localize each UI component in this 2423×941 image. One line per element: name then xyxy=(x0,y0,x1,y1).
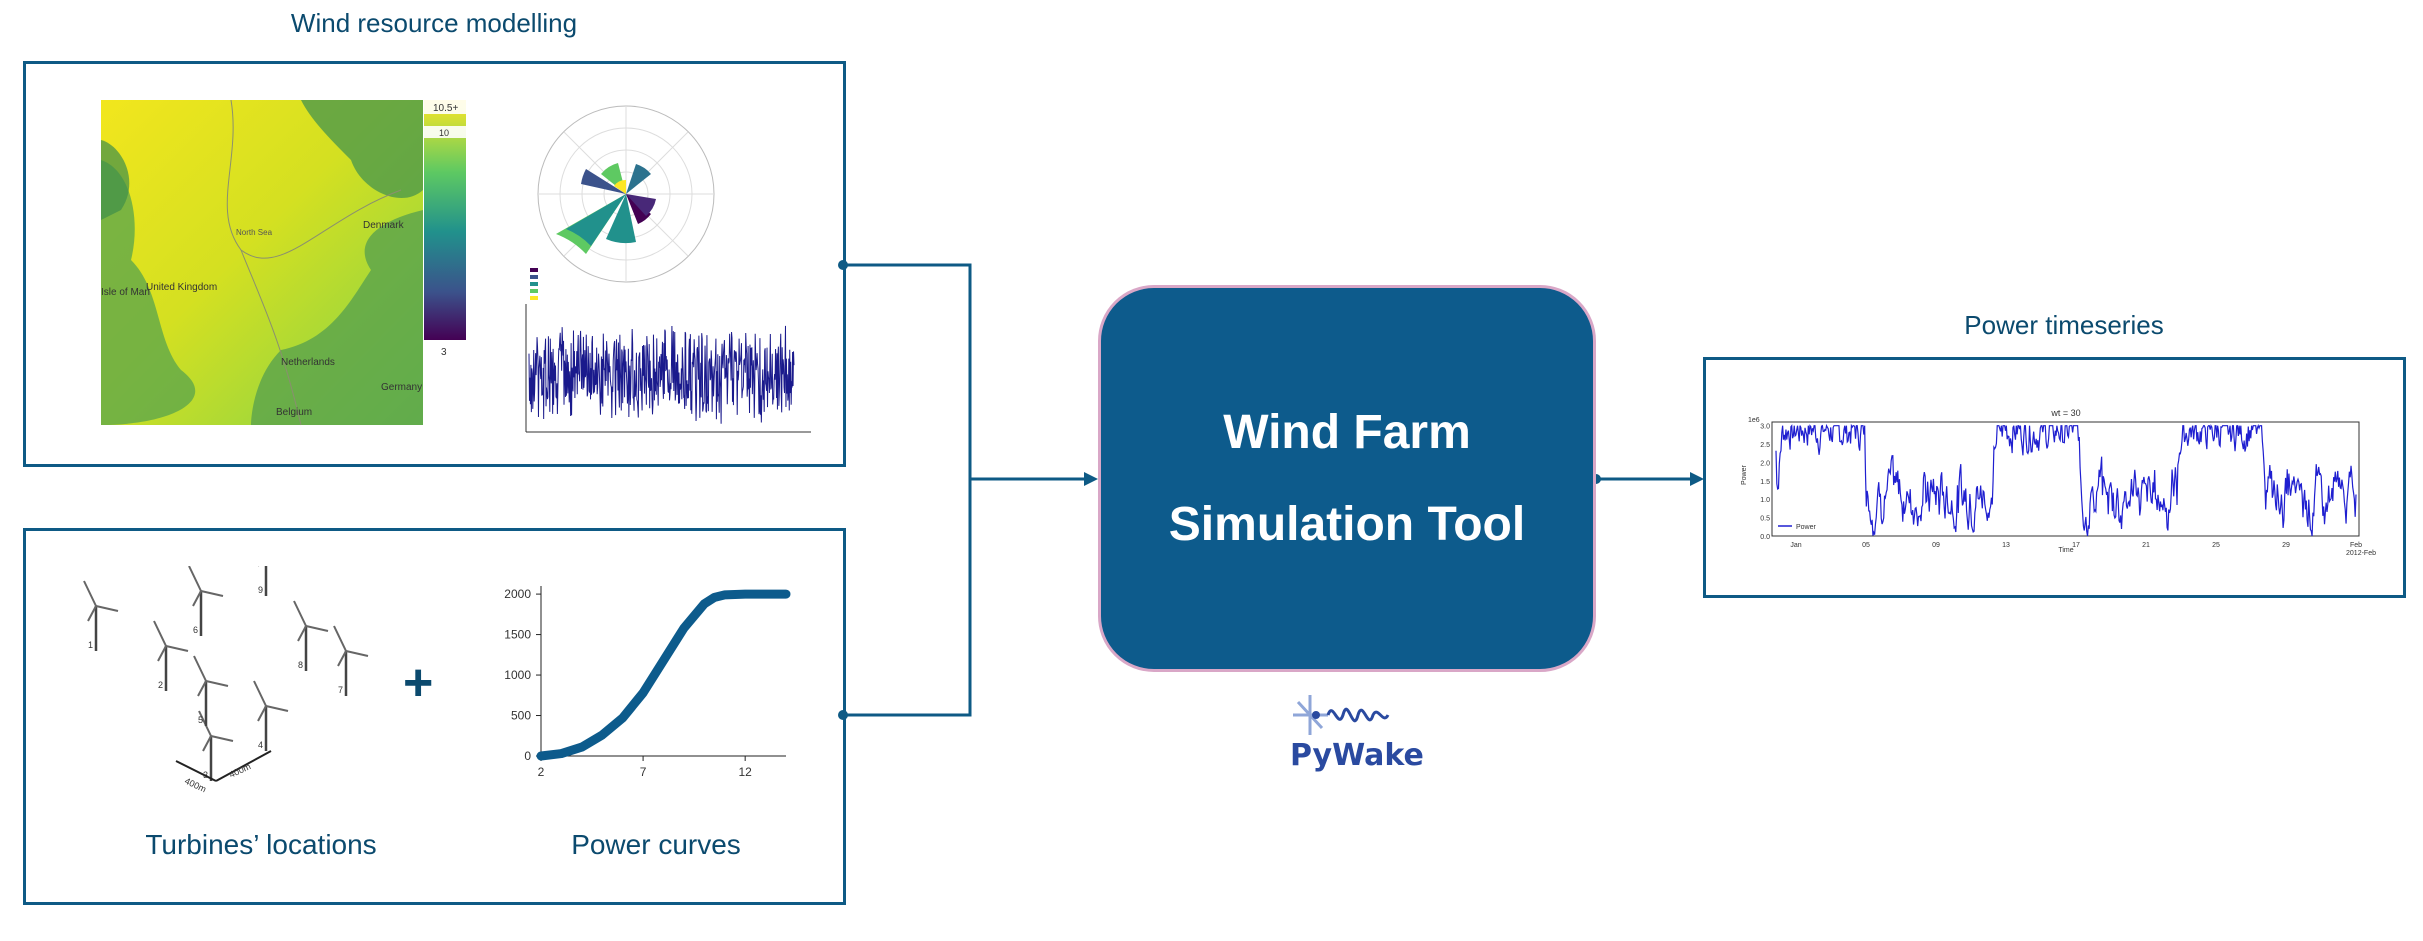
colorbar-min-label: 3 xyxy=(441,347,447,358)
power-curves-caption: Power curves xyxy=(571,829,741,860)
ts-xtick-label: 25 xyxy=(2212,542,2220,549)
map-label-denmark: Denmark xyxy=(363,220,405,231)
ts-ytick-label: 0.0 xyxy=(1760,534,1770,541)
turbine-layout: 123456789 400m 400m xyxy=(83,566,369,794)
ts-xtick-label: 29 xyxy=(2282,542,2290,549)
power-curve-ytick-label: 1500 xyxy=(504,628,531,642)
wind-rose xyxy=(530,105,715,300)
turbine-id-label: 8 xyxy=(298,660,303,670)
ts-xtick-label: Feb xyxy=(2350,542,2362,549)
power-curve-ytick-label: 2000 xyxy=(504,587,531,601)
power-curve-ytick-label: 1000 xyxy=(504,668,531,682)
ts-ytick-label: 0.5 xyxy=(1760,516,1770,523)
simulation-tool-box: Wind Farm Simulation Tool xyxy=(1098,285,1596,672)
map-label-netherlands: Netherlands xyxy=(281,357,335,368)
map-label-uk: United Kingdom xyxy=(146,282,217,293)
turbine-id-label: 4 xyxy=(258,740,263,750)
power-curve-chart: 0 500 1000 1500 2000 2 7 12 xyxy=(504,586,791,779)
turbine-icon: 4 xyxy=(253,680,289,751)
power-timeseries-chart: wt = 30 1e6 Power Time 0.0 0.5 1.0 1.5 2.0 2.… xyxy=(1741,408,2376,557)
ts-ytick-label: 2.0 xyxy=(1760,460,1770,467)
power-curve-ytick-label: 500 xyxy=(511,709,531,723)
map-label-belgium: Belgium xyxy=(276,407,312,418)
power-curve-line xyxy=(536,589,791,761)
turbine-icon: 8 xyxy=(293,600,329,671)
turbine-id-label: 6 xyxy=(193,625,198,635)
turbine-icon: 6 xyxy=(188,566,224,636)
plus-sign: + xyxy=(403,654,434,712)
turbine-id-label: 2 xyxy=(158,680,163,690)
wind-resource-panel: Denmark North Sea United Kingdom Isle of… xyxy=(23,61,846,467)
ts-xtick-label: 17 xyxy=(2072,542,2080,549)
power-curve-xtick-label: 7 xyxy=(640,765,647,779)
ts-xtick-label: Jan xyxy=(1790,542,1801,549)
ts-ytick-label: 1.5 xyxy=(1760,479,1770,486)
turbine-icon: 1 xyxy=(83,580,119,651)
ts-xtick-label: 09 xyxy=(1932,542,1940,549)
power-curve-xtick-label: 2 xyxy=(538,765,545,779)
turbine-icon: 2 xyxy=(153,620,189,691)
ts-xtick-label: 21 xyxy=(2142,542,2150,549)
turbine-id-label: 1 xyxy=(88,640,93,650)
inputs-panel: 123456789 400m 400m + 050010001500200027… xyxy=(23,528,846,905)
turbine-id-label: 9 xyxy=(258,585,263,595)
ts-xlabel: Time xyxy=(2058,547,2073,554)
power-timeseries-title: Power timeseries xyxy=(1964,310,2164,340)
ts-legend-label: Power xyxy=(1796,524,1817,531)
core-title-line1: Wind Farm xyxy=(1223,405,1471,459)
colorbar-max-label: 10.5+ xyxy=(433,103,458,114)
core-title-line2: Simulation Tool xyxy=(1168,497,1526,551)
ts-ytick-label: 2.5 xyxy=(1760,442,1770,449)
colorbar-10-label: 10 xyxy=(439,128,449,138)
ts-chart-title: wt = 30 xyxy=(2050,408,2080,418)
turbines-caption: Turbines’ locations xyxy=(145,829,377,860)
wind-resource-title: Wind resource modelling xyxy=(290,8,578,38)
ts-ytick-label: 3.0 xyxy=(1760,424,1770,431)
ts-ytick-label: 1.0 xyxy=(1760,497,1770,504)
wind-speed-map: Denmark North Sea United Kingdom Isle of… xyxy=(101,100,466,426)
wind-noise-line xyxy=(528,325,795,424)
ts-xtick-label: 13 xyxy=(2002,542,2010,549)
turbine-icon: 5 xyxy=(193,655,229,726)
power-curve-xtick-label: 12 xyxy=(738,765,752,779)
map-label-isle-of-man: Isle of Man xyxy=(101,287,150,298)
map-label-north-sea: North Sea xyxy=(236,228,273,237)
pywake-logo-icon xyxy=(1293,695,1390,735)
power-timeseries-line xyxy=(1775,423,2357,537)
ts-xtick-label: 05 xyxy=(1862,542,1870,549)
ts-offset-label: 1e6 xyxy=(1748,417,1760,424)
ts-ylabel: Power xyxy=(1741,464,1748,485)
wind-speed-timeseries xyxy=(525,304,811,433)
pywake-logo-text: PyWake xyxy=(1290,738,1424,773)
power-timeseries-panel: wt = 30 1e6 Power Time 0.0 0.5 1.0 1.5 2.0 2.… xyxy=(1703,357,2406,598)
turbine-icon: 7 xyxy=(333,625,369,696)
turbine-id-label: 5 xyxy=(198,715,203,725)
power-curve-ytick-label: 0 xyxy=(524,749,531,763)
ts-xtick-sublabel: 2012-Feb xyxy=(2346,550,2376,557)
turbine-icon: 9 xyxy=(258,566,268,596)
turbine-id-label: 7 xyxy=(338,685,343,695)
map-label-germany: Germany xyxy=(381,382,422,393)
